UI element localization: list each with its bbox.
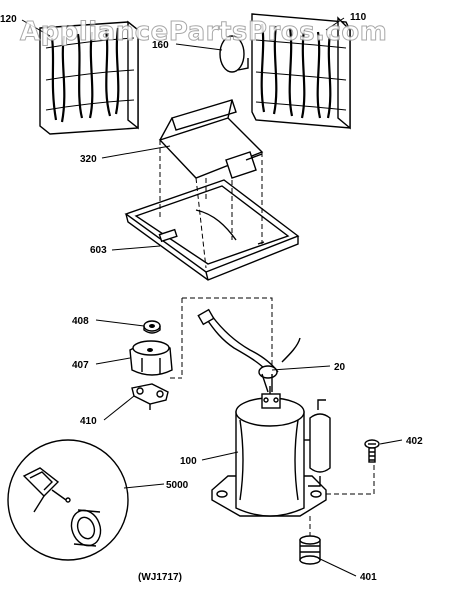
alignment-box-compressor [170,297,375,495]
part-402-screw[interactable] [364,439,380,463]
part-100-compressor[interactable] [211,386,331,517]
callout-160: 160 [152,40,169,51]
part-160-bracket[interactable] [219,35,249,73]
callout-5000: 5000 [166,480,189,491]
callout-402: 402 [406,436,423,447]
callout-labels: 120 110 160 320 603 408 407 410 20 100 4… [0,12,423,583]
part-320-filter-holder[interactable] [158,99,264,179]
part-410-bracket[interactable] [131,383,169,410]
part-401-grommet[interactable] [299,516,321,565]
callout-120: 120 [0,14,17,25]
part-20-wire-harness[interactable] [197,308,301,393]
part-5000-detail-inset[interactable] [7,439,129,561]
callout-408: 408 [72,316,89,327]
callout-401: 401 [360,572,377,583]
callout-407: 407 [72,360,89,371]
part-603-base-pan[interactable] [124,179,300,281]
callout-603: 603 [90,245,107,256]
callout-110: 110 [350,12,367,23]
part-110-filter-block[interactable] [251,13,351,130]
diagram-id: (WJ1717) [138,572,182,583]
alignment-lines-upper [159,140,263,269]
callout-410: 410 [80,416,97,427]
callout-100: 100 [180,456,197,467]
callout-20: 20 [334,362,346,373]
watermark-text: AppliancePartsPros.com [20,17,387,47]
leader-lines [21,17,403,577]
callout-320: 320 [80,154,97,165]
part-120-filter-block[interactable] [39,20,139,135]
part-407-terminal-cover[interactable] [129,340,173,376]
part-408-nut[interactable] [143,320,161,334]
